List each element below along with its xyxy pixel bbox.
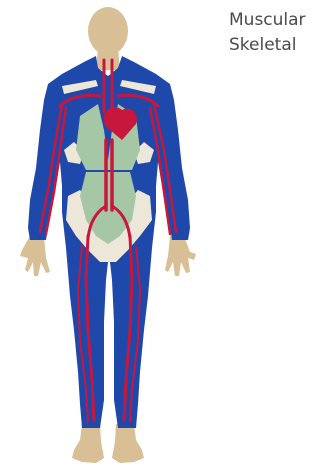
left-foot: [72, 424, 104, 463]
neck: [96, 48, 120, 70]
left-hand: [20, 236, 50, 276]
layer-skeletal-label[interactable]: Skeletal: [229, 33, 306, 58]
layer-muscular-label[interactable]: Muscular: [229, 8, 306, 33]
right-foot: [112, 424, 144, 463]
layer-list: Muscular Skeletal: [229, 8, 306, 58]
head: [88, 7, 128, 55]
right-hand: [165, 236, 196, 276]
